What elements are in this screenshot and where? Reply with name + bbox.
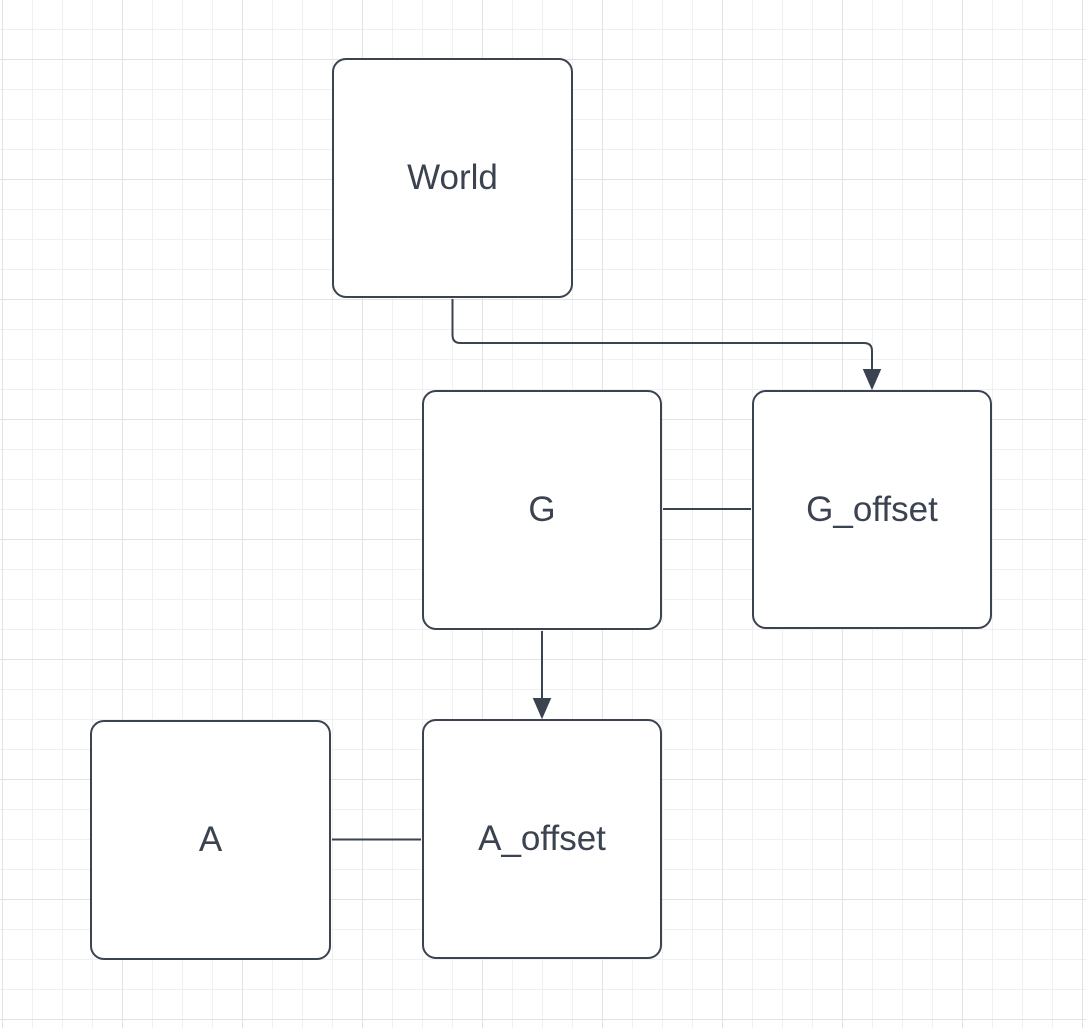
node-g-offset-label: G_offset: [806, 489, 938, 529]
node-world-label: World: [407, 158, 498, 197]
node-a-offset[interactable]: A_offset: [422, 719, 662, 959]
node-a-offset-label: A_offset: [478, 819, 606, 858]
node-a[interactable]: A: [90, 720, 331, 960]
node-g[interactable]: G: [422, 390, 662, 630]
node-a-label: A: [198, 820, 223, 859]
edge-g-to-a_offset[interactable]: [532, 631, 552, 720]
node-world[interactable]: World: [332, 58, 573, 298]
edge-world-to-g_offset[interactable]: [451, 299, 882, 391]
node-g-offset[interactable]: G_offset: [752, 390, 992, 629]
node-g-label: G: [528, 490, 556, 529]
